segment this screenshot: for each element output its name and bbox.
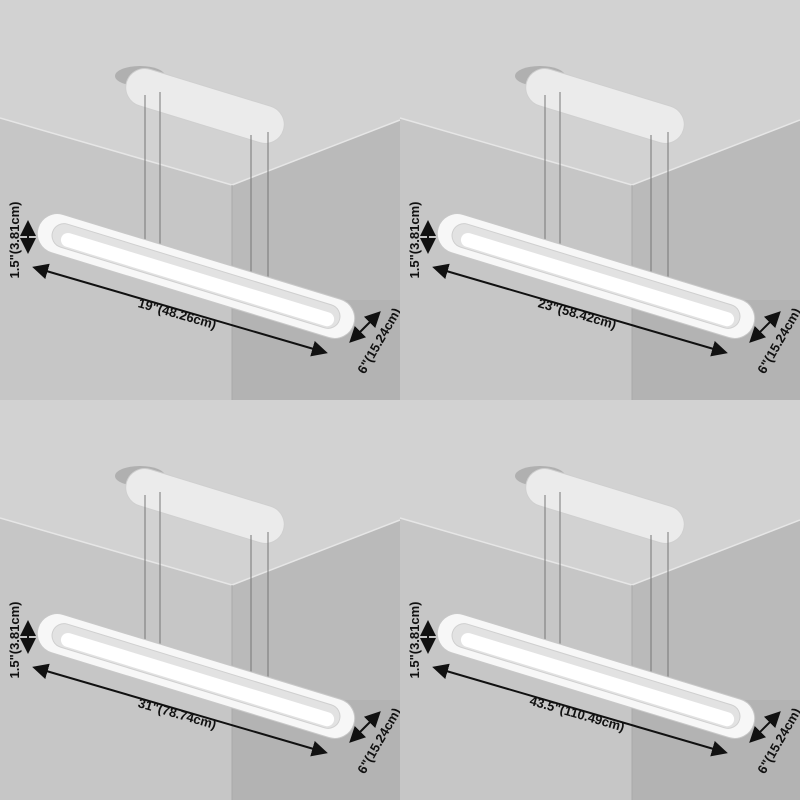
panel: 1.5"(3.81cm)23"(58.42cm)6"(15.24cm): [399, 0, 800, 400]
height-label: 1.5"(3.81cm): [7, 202, 22, 279]
width-arrow: [349, 311, 381, 343]
height-label: 1.5"(3.81cm): [7, 602, 22, 679]
panel: 1.5"(3.81cm)19"(48.26cm)6"(15.24cm): [0, 0, 404, 400]
length-arrow: [32, 663, 328, 757]
length-arrow: [432, 663, 728, 757]
ceiling-canopy: [525, 68, 685, 144]
width-arrow: [749, 711, 781, 743]
ceiling-canopy: [125, 468, 285, 544]
height-label: 1.5"(3.81cm): [407, 602, 422, 679]
length-arrow: [32, 263, 328, 357]
ceiling-canopy: [525, 468, 685, 544]
width-arrow: [349, 711, 381, 743]
height-label: 1.5"(3.81cm): [407, 202, 422, 279]
panel: 1.5"(3.81cm)31"(78.74cm)6"(15.24cm): [0, 400, 404, 800]
ceiling-canopy: [125, 68, 285, 144]
panel: 1.5"(3.81cm)43.5"(110.49cm)6"(15.24cm): [399, 400, 800, 800]
width-arrow: [749, 311, 781, 343]
length-arrow: [432, 263, 728, 357]
